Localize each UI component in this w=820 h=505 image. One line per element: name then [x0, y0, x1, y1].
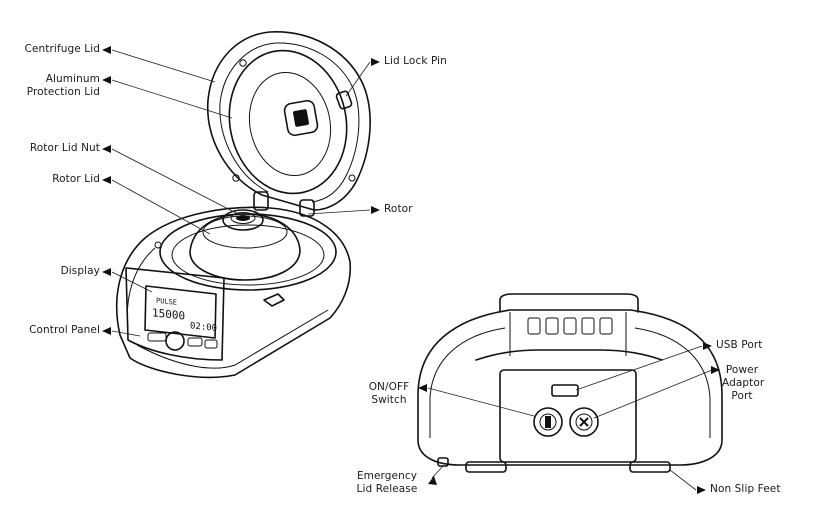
centrifuge-body [115, 206, 352, 379]
centrifuge-rear-view [417, 293, 723, 473]
label-display: Display [60, 265, 100, 277]
label-non-slip-feet: Non Slip Feet [710, 483, 781, 495]
aluminum-protection-lid [228, 49, 348, 195]
label-usb-port: USB Port [716, 339, 763, 351]
label-aluminum-protection-lid: Aluminum Protection Lid [26, 73, 100, 98]
rear-body [417, 309, 723, 466]
display-screen [144, 285, 217, 339]
label-emergency-lid-release: Emergency Lid Release [356, 470, 418, 495]
front-panel [125, 267, 225, 361]
label-power-adaptor-port: Power Adaptor Port [722, 364, 765, 402]
label-rotor-lid-nut: Rotor Lid Nut [29, 142, 100, 154]
label-control-panel: Control Panel [29, 324, 100, 336]
display-mode: PULSE [156, 296, 177, 307]
display-speed: 15000 [152, 306, 185, 322]
control-knob [165, 331, 185, 351]
on-off-switch [533, 407, 563, 437]
leader-lines [111, 49, 713, 491]
centrifuge-lid [206, 31, 371, 211]
label-rotor: Rotor [384, 203, 413, 215]
label-lid-lock-pin: Lid Lock Pin [384, 55, 447, 67]
label-on-off-switch: ON/OFF Switch [368, 381, 410, 406]
centrifuge-front-view [115, 31, 371, 379]
power-adaptor-port [569, 407, 599, 437]
display-time: 02:00 [190, 321, 217, 334]
display-readout: PULSE 15000 02:00 [152, 296, 217, 334]
rotor-lid-nut [222, 209, 264, 231]
lid-lock-pin [335, 90, 353, 110]
non-slip-foot-right [629, 461, 671, 473]
non-slip-foot-left [465, 461, 507, 473]
label-centrifuge-lid: Centrifuge Lid [24, 43, 100, 55]
label-arrowheads [102, 46, 720, 494]
usb-port [551, 384, 579, 397]
label-rotor-lid: Rotor Lid [52, 173, 100, 185]
rear-vents [527, 317, 613, 335]
rear-panel [499, 369, 637, 463]
